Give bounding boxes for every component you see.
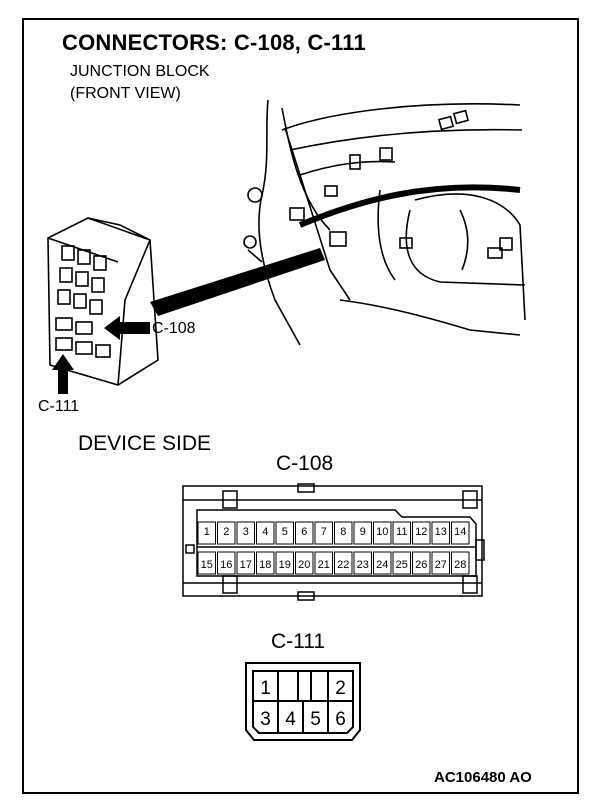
c108-pin-cell bbox=[451, 551, 470, 575]
c108-pin-label: 8 bbox=[340, 526, 346, 538]
pointer-wedge bbox=[150, 248, 325, 316]
c108-pin-label: 25 bbox=[396, 559, 408, 571]
junction-block-drawing bbox=[47, 217, 159, 386]
c108-pin-cell bbox=[197, 521, 216, 545]
c111-arrow bbox=[52, 354, 74, 394]
c108-pin-label: 10 bbox=[376, 526, 388, 538]
c108-pin-label: 15 bbox=[201, 559, 213, 571]
c108-pin-cell bbox=[256, 551, 275, 575]
c111-pin-label: 3 bbox=[260, 709, 271, 730]
c108-pin-label: 16 bbox=[220, 559, 232, 571]
c108-pin-label: 27 bbox=[435, 559, 447, 571]
c108-pin-cell bbox=[295, 551, 314, 575]
c108-pin-cell bbox=[275, 521, 294, 545]
c108-pin-label: 20 bbox=[298, 559, 310, 571]
c108-pin-label: 13 bbox=[435, 526, 447, 538]
subtitle-line-2: (FRONT VIEW) bbox=[70, 85, 181, 102]
c111-pin-label: 6 bbox=[335, 709, 346, 730]
c108-pin-cell bbox=[236, 521, 255, 545]
c108-pin-label: 28 bbox=[454, 559, 466, 571]
c108-pin-label: 17 bbox=[240, 559, 252, 571]
connector-c111 bbox=[245, 662, 361, 741]
subtitle-line-1: JUNCTION BLOCK bbox=[70, 63, 210, 80]
c108-pin-cell bbox=[431, 521, 450, 545]
c108-pin-cell bbox=[392, 521, 411, 545]
c108-pin-cell bbox=[217, 551, 236, 575]
c108-pin-cell bbox=[431, 551, 450, 575]
c108-pin-label: 18 bbox=[259, 559, 271, 571]
c108-pin-cell bbox=[373, 551, 392, 575]
c108-pin-cell bbox=[295, 521, 314, 545]
c108-pin-cell bbox=[334, 521, 353, 545]
device-side-label: DEVICE SIDE bbox=[78, 432, 212, 455]
c108-pin-cell bbox=[451, 521, 470, 545]
c108-pin-label: 2 bbox=[223, 526, 229, 538]
subtitle: JUNCTION BLOCK (FRONT VIEW) bbox=[70, 61, 210, 105]
c108-pin-label: 26 bbox=[415, 559, 427, 571]
c108-pin-cell bbox=[197, 551, 216, 575]
figure-frame bbox=[22, 18, 579, 794]
c108-pin-cell bbox=[412, 521, 431, 545]
c108-pin-label: 9 bbox=[360, 526, 366, 538]
c108-pin-cell bbox=[275, 551, 294, 575]
figure-id: AC106480 AO bbox=[434, 769, 532, 786]
c108-title: C-108 bbox=[276, 452, 334, 475]
c108-pin-cell bbox=[256, 521, 275, 545]
c108-pin-label: 23 bbox=[357, 559, 369, 571]
c108-pin-cell bbox=[412, 551, 431, 575]
c108-pin-label: 1 bbox=[204, 526, 210, 538]
c111-pin-label: 4 bbox=[285, 709, 296, 730]
c111-pin-label: 2 bbox=[335, 678, 346, 699]
c108-pin-label: 5 bbox=[282, 526, 288, 538]
c111-pin-label: 1 bbox=[260, 678, 271, 699]
c108-pin-label: 12 bbox=[415, 526, 427, 538]
c108-pin-label: 11 bbox=[396, 526, 407, 538]
c108-pin-cell bbox=[217, 521, 236, 545]
c108-pin-label: 6 bbox=[301, 526, 307, 538]
c108-pin-label: 19 bbox=[279, 559, 291, 571]
c108-callout-label: C-108 bbox=[152, 320, 196, 337]
c108-pin-label: 21 bbox=[318, 559, 330, 571]
c108-pin-label: 3 bbox=[243, 526, 249, 538]
c108-pin-cell bbox=[353, 521, 372, 545]
c108-pin-label: 24 bbox=[376, 559, 388, 571]
c108-pin-label: 7 bbox=[321, 526, 327, 538]
c108-pin-label: 22 bbox=[337, 559, 349, 571]
c108-pin-cell bbox=[236, 551, 255, 575]
c108-pin-label: 14 bbox=[454, 526, 466, 538]
c108-pin-cell bbox=[353, 551, 372, 575]
c108-pin-cell bbox=[334, 551, 353, 575]
c111-title: C-111 bbox=[271, 630, 326, 653]
c108-pin-label: 4 bbox=[262, 526, 268, 538]
connector-c108 bbox=[182, 483, 485, 601]
dashboard-drawing bbox=[243, 99, 526, 346]
c108-pin-cell bbox=[314, 521, 333, 545]
c111-pin-label: 5 bbox=[310, 709, 321, 730]
c108-pin-cell bbox=[314, 551, 333, 575]
c108-arrow bbox=[104, 316, 150, 340]
c111-callout-label: C-111 bbox=[38, 398, 80, 415]
page-title: CONNECTORS: C-108, C-111 bbox=[62, 30, 366, 55]
c108-pin-cell bbox=[373, 521, 392, 545]
c108-pin-cell bbox=[392, 551, 411, 575]
